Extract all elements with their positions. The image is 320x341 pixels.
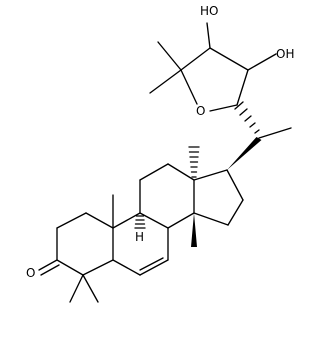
bond	[69, 274, 84, 303]
bond	[38, 259, 58, 271]
bond	[82, 259, 114, 276]
hydroxyl-label-right: OH	[276, 47, 294, 61]
hash-line	[234, 101, 244, 110]
c13-methyl-hash	[188, 146, 200, 178]
ring-a	[56, 212, 114, 276]
bond	[139, 212, 169, 229]
c17-c20-wedge	[227, 137, 262, 170]
bond	[236, 69, 249, 106]
bond	[180, 69, 198, 105]
ketone-oxygen-label: O	[26, 266, 35, 280]
bond	[157, 41, 182, 71]
bond	[227, 199, 244, 226]
stereo-h-hash	[134, 215, 146, 229]
oh-top-bond	[206, 22, 211, 49]
ring-d	[193, 169, 244, 226]
bond	[139, 259, 169, 276]
bond	[112, 212, 141, 229]
bond	[209, 104, 238, 112]
ring-c	[139, 163, 195, 229]
bond	[209, 47, 249, 71]
bond	[85, 212, 114, 229]
bond	[167, 212, 195, 229]
stereo-h-label: H	[135, 230, 144, 244]
bond	[82, 274, 99, 303]
ring-b	[112, 212, 169, 276]
ring-oxygen-label: O	[196, 104, 205, 118]
hydroxyl-label-top: HO	[200, 4, 218, 18]
hash-line	[239, 108, 248, 116]
bond	[112, 259, 141, 276]
hash-line	[244, 115, 252, 122]
bond	[56, 259, 84, 276]
bond	[193, 212, 229, 226]
hash-line	[254, 129, 260, 134]
structure-diagram: HO OH O O H	[26, 4, 294, 303]
bond	[139, 163, 169, 181]
bond	[149, 69, 182, 94]
oh-right-bond	[247, 53, 277, 71]
ketone-group	[38, 259, 60, 276]
double-bond-inner	[139, 257, 164, 271]
bond	[167, 163, 195, 181]
bond	[180, 47, 211, 71]
c20-c22-hash	[234, 101, 260, 134]
bond	[193, 169, 228, 181]
gem-dimethyl-c4	[69, 274, 99, 303]
gem-dimethyl-thf	[149, 41, 182, 94]
thf-ring	[180, 47, 249, 112]
bond	[226, 169, 244, 201]
skeletal-formula: HO OH O O H	[26, 4, 294, 303]
bond	[40, 264, 60, 276]
hash-line	[249, 122, 256, 128]
c14-methyl-wedge	[191, 213, 197, 247]
bond	[56, 212, 87, 229]
c20-methyl-bond	[258, 127, 292, 139]
